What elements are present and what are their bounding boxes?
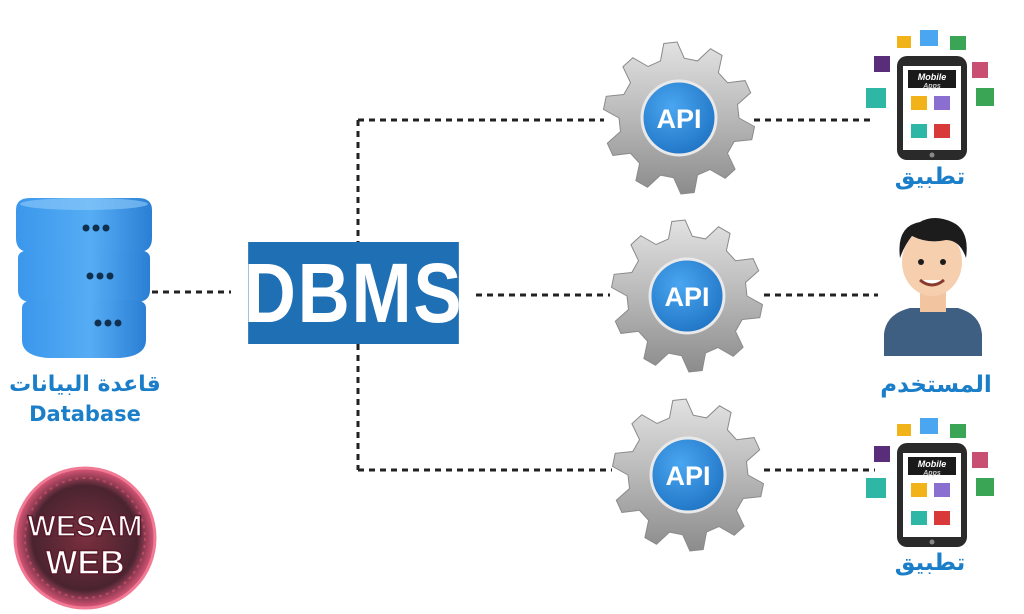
phone-subtitle-top: Apps [922, 83, 941, 90]
app-label-top: تطبيق [894, 164, 966, 190]
api-gear-bottom: API [611, 398, 765, 552]
database-disk-top [16, 198, 152, 252]
phone-subtitle-bottom: Apps [922, 470, 941, 477]
api-label-middle: API [664, 282, 709, 312]
phone-title-bottom: Mobile [918, 459, 947, 469]
api-circle-middle [648, 257, 726, 335]
api-gear-middle: API [610, 219, 764, 373]
mobile-app-icon-top: Mobile Apps [866, 30, 994, 160]
api-gear-top: API [602, 41, 756, 195]
logo-line1: WESAM [28, 510, 143, 543]
phone-title-top: Mobile [918, 72, 947, 82]
database-icon [16, 198, 152, 358]
mobile-app-icon-bottom: Mobile Apps [866, 418, 994, 547]
app-label-bottom: تطبيق [894, 550, 966, 576]
api-circle-bottom [649, 436, 727, 514]
wesam-web-logo: WESAM WEB [13, 466, 157, 610]
database-disk-bottom [22, 300, 146, 358]
user-avatar [884, 218, 982, 356]
database-label-ar: قاعدة البيانات [9, 372, 161, 397]
user-label: المستخدم [880, 372, 992, 398]
dbms-label: DBMS [244, 242, 462, 344]
api-label-top: API [656, 104, 701, 134]
logo-line2: WEB [45, 544, 124, 582]
api-circle-top [640, 79, 718, 157]
api-label-bottom: API [665, 461, 710, 491]
database-disk-middle [18, 250, 150, 302]
database-label-en: Database [29, 402, 141, 426]
connectors [152, 118, 878, 472]
